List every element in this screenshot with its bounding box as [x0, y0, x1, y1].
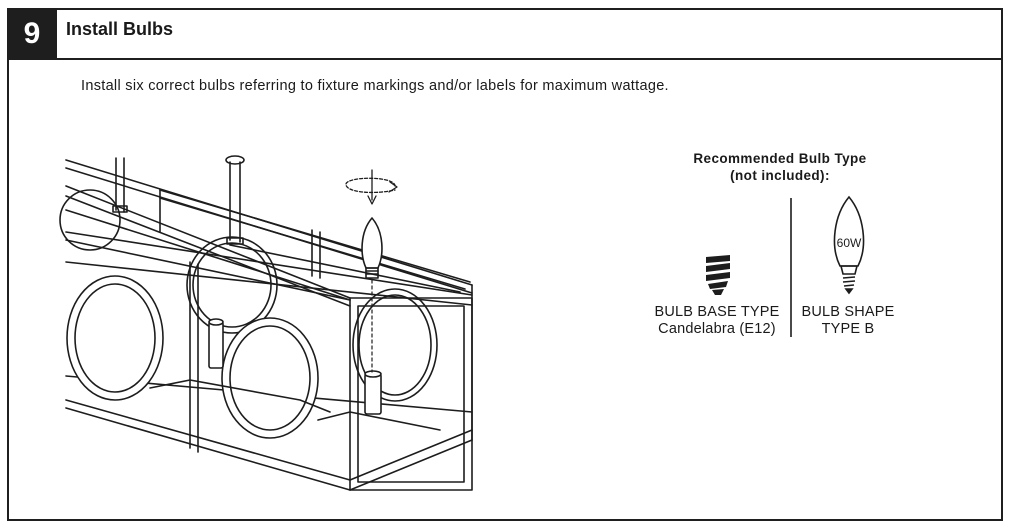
bulb-base-type-block: BULB BASE TYPE Candelabra (E12)	[645, 304, 789, 338]
rotate-arrows-icon	[345, 169, 398, 205]
bulb-shape-block: BULB SHAPE TYPE B	[793, 304, 903, 338]
wattage-label: 60W	[837, 236, 862, 250]
recommended-bulb-heading: Recommended Bulb Type (not included):	[660, 150, 900, 184]
glass-discs-rear	[59, 189, 438, 402]
step-title: Install Bulbs	[66, 19, 174, 39]
bulb-shape-value: TYPE B	[821, 321, 875, 337]
fixture-tray	[149, 379, 441, 431]
recommended-bulb-title: Recommended Bulb Type	[693, 151, 867, 166]
bulb-sockets	[208, 318, 382, 415]
installing-bulb	[361, 217, 383, 373]
instruction-text: Install six correct bulbs referring to f…	[81, 78, 669, 94]
bulb-base-type-value: Candelabra (E12)	[658, 321, 776, 337]
header-divider	[57, 58, 1001, 60]
candle-bulb-icon	[833, 195, 865, 295]
fixture-frame	[65, 159, 473, 491]
candelabra-base-icon	[706, 255, 730, 295]
step-number-badge: 9	[7, 8, 57, 60]
bulb-shape-label: BULB SHAPE	[801, 304, 895, 320]
hanging-rods	[112, 155, 245, 245]
not-included-note: (not included):	[730, 168, 830, 183]
step-panel	[7, 8, 1003, 521]
glass-discs-front	[66, 275, 319, 439]
bulb-base-type-label: BULB BASE TYPE	[654, 304, 780, 320]
